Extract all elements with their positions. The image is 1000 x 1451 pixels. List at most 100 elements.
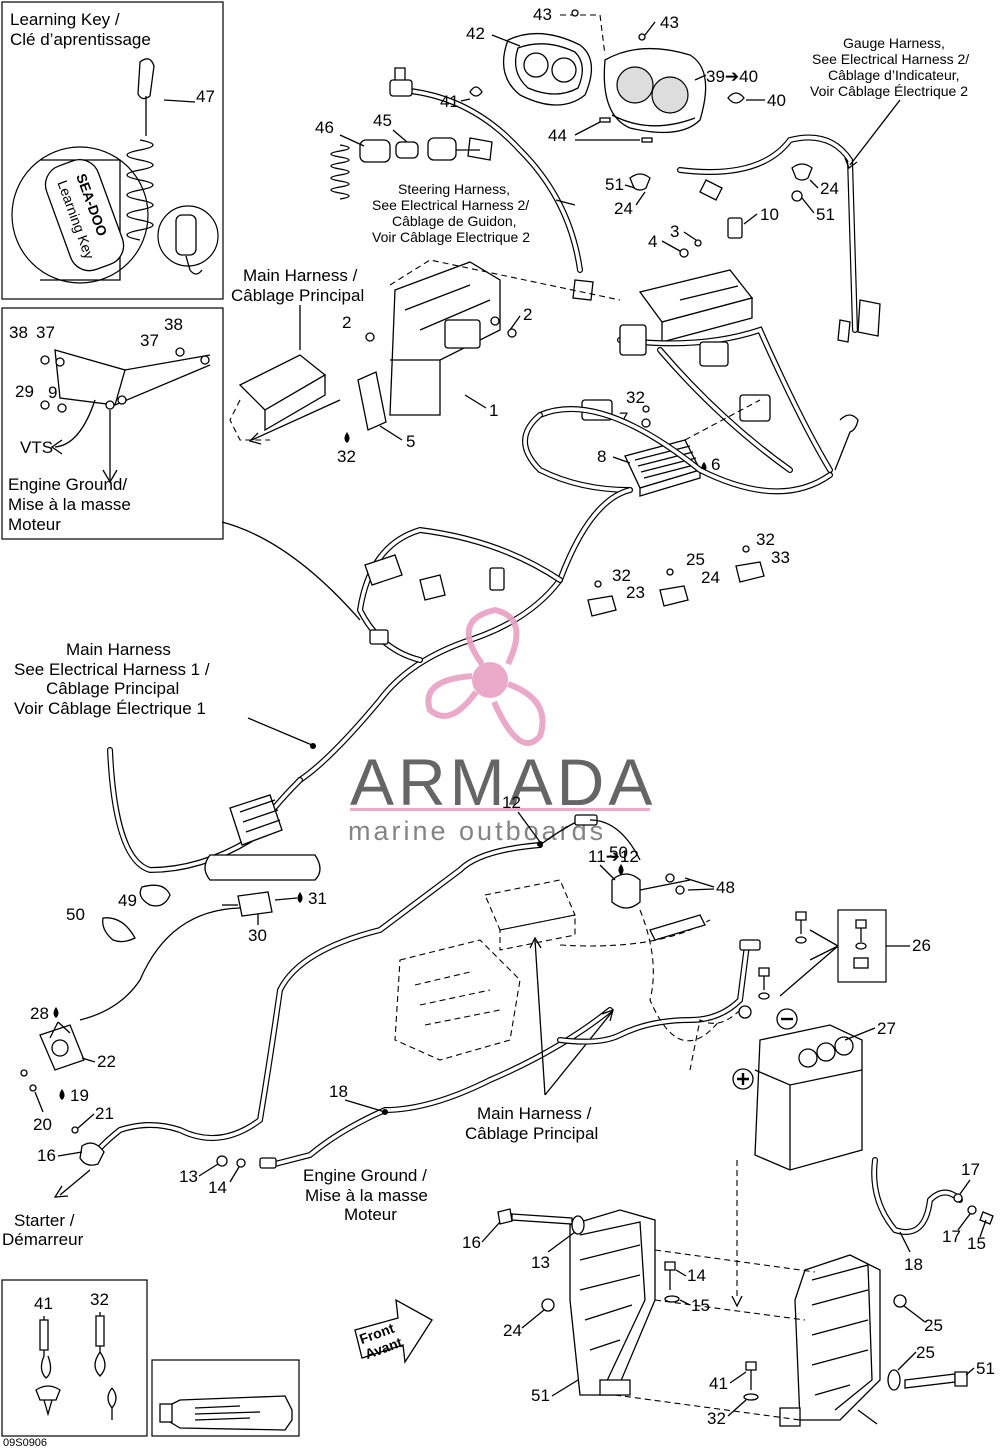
part-label-37a: 23	[626, 583, 645, 602]
part-label-30: 21	[95, 1104, 114, 1123]
engine-ground-1: Engine Ground/	[8, 475, 127, 494]
gauge-harness: Gauge Harness, See Electrical Harness 2/…	[605, 35, 969, 343]
main-harness-bottom-callout: Main Harness / Câblage Principal	[465, 936, 614, 1143]
learning-key-inset: Learning Key / Clé d’aprentissage SEA-DO…	[1, 1, 224, 300]
steering-harness: 41 Steering Harness, See Electrical Harn…	[372, 67, 594, 301]
starter-1: Starter /	[14, 1211, 75, 1230]
part-label-51b: 51	[816, 205, 835, 224]
part-label-14a: 15	[691, 1296, 710, 1315]
front-arrow: Front Avant	[354, 1298, 433, 1364]
part-label-36a: 37	[36, 323, 55, 342]
part-label-24b: 24	[820, 179, 839, 198]
watermark-name: ARMADA	[350, 745, 656, 819]
battery-trays: 16 13 25 51 24 25 14 15 41 32 51	[462, 1160, 995, 1428]
part-label-16a: 16	[462, 1233, 481, 1252]
part-label-41: 41	[440, 92, 459, 111]
learning-key-post: 46 45	[315, 111, 480, 200]
voltage-regulator: 32 7 8 6	[597, 388, 761, 497]
part-label-38a: 32	[612, 566, 631, 585]
battery-assembly: 27 26 17 17 15 18	[557, 909, 994, 1274]
part-label-45: 45	[373, 111, 392, 130]
part-label-16b: 51	[976, 1359, 995, 1378]
engine-ground-inset: 38 37 38 37 29 9 VTS Engine Ground/ Mise…	[1, 307, 224, 540]
part-label-50a: 28	[30, 1004, 49, 1023]
part-label-36b: 37	[140, 331, 159, 350]
part-label-38c: 32	[756, 530, 775, 549]
part-label-13b: 41	[709, 1374, 728, 1393]
part-label-28: 14	[208, 1178, 227, 1197]
main-harness-bottom-2: Câblage Principal	[465, 1124, 598, 1143]
main-harness-mid-4: Voir Câblage Électrique 1	[14, 699, 206, 718]
steering-harness-3: Câblage de Guidon,	[392, 213, 517, 229]
learning-key-title-1: Learning Key /	[10, 10, 120, 29]
part-label-31: 16	[37, 1146, 56, 1165]
part-label-12: 26	[912, 936, 931, 955]
part-label-35b: 38	[164, 315, 183, 334]
main-harness-bottom-1: Main Harness /	[477, 1104, 592, 1123]
part-label-18a: 13	[531, 1253, 550, 1272]
part-label-48: 22	[97, 1052, 116, 1071]
part-label-32a: 32	[337, 447, 356, 466]
part-label-35a: 38	[9, 323, 28, 342]
part-label-36c: 9	[48, 383, 57, 402]
engine-ground-3: Moteur	[8, 515, 61, 534]
part-label-17b: 25	[924, 1316, 943, 1335]
part-label-1112: 27	[877, 1019, 896, 1038]
main-harness-mid-1: Main Harness	[66, 640, 171, 659]
part-label-14b: 32	[707, 1409, 726, 1428]
learning-key-title-2: Clé d’aprentissage	[10, 30, 151, 49]
main-harness: Main Harness See Electrical Harness 1 / …	[14, 406, 833, 881]
part-label-25: 49	[118, 891, 137, 910]
engine-ground-2: Mise à la masse	[8, 495, 131, 514]
vts-label: VTS	[20, 438, 53, 457]
part-label-1: 1	[489, 401, 498, 420]
steering-harness-1: Steering Harness,	[398, 181, 510, 197]
gauge-assembly: 42 43 43 39➔40 40 44	[466, 5, 786, 145]
part-label-27: 13	[179, 1167, 198, 1186]
engine-ground-callout-2: Mise à la masse	[305, 1186, 428, 1205]
part-label-3: 3	[670, 222, 679, 241]
part-label-5: 5	[406, 432, 415, 451]
part-label-29: 12	[502, 793, 521, 812]
part-label-20: 17	[942, 1227, 961, 1246]
starter-harness: 12 11➔12 50 48 30 31 49 50 28	[2, 793, 735, 1249]
part-label-42: 42	[466, 24, 485, 43]
part-label-19: 15	[967, 1234, 986, 1253]
part-label-50b: 19	[70, 1086, 89, 1105]
part-label-6: 8	[597, 447, 606, 466]
part-label-23: 48	[716, 878, 735, 897]
gauge-harness-1: Gauge Harness,	[843, 35, 945, 51]
part-label-32c: 50	[609, 843, 628, 862]
part-label-3940: 39➔40	[706, 67, 758, 86]
watermark-tagline: marine outboards	[348, 816, 606, 846]
part-label-46: 46	[315, 118, 334, 137]
starter-2: Démarreur	[2, 1230, 84, 1249]
gauge-harness-2: See Electrical Harness 2/	[812, 51, 969, 67]
gauge-harness-3: Câblage d’Indicateur,	[828, 67, 960, 83]
part-label-21: 18	[904, 1255, 923, 1274]
part-label-25b: 32	[90, 1290, 109, 1309]
part-label-47: 47	[196, 87, 215, 106]
part-label-2b: 2	[523, 305, 532, 324]
part-label-43a: 43	[533, 5, 552, 24]
harness-clips: 32 23 25 24 32 33	[587, 530, 790, 617]
part-label-24a: 24	[614, 199, 633, 218]
part-label-49: 20	[33, 1115, 52, 1134]
main-harness-mid-2: See Electrical Harness 1 /	[14, 660, 210, 679]
part-label-37b: 24	[701, 568, 720, 587]
part-label-18b: 25	[916, 1343, 935, 1362]
steering-harness-4: Voir Câblage Electrique 2	[372, 229, 530, 245]
part-label-17a: 24	[503, 1321, 522, 1340]
part-label-24d: 41	[34, 1294, 53, 1313]
fuse-relay-assembly: 10 3 4	[581, 205, 859, 473]
part-label-40: 40	[767, 91, 786, 110]
engine-ghost	[394, 879, 721, 1061]
engine-ground-callout-3: Moteur	[344, 1205, 397, 1224]
main-harness-mid-3: Câblage Principal	[46, 679, 179, 698]
ecu-bracket: 2 2 1 5 32 Main Harness / Câblage Princi…	[229, 259, 621, 466]
part-label-38b: 25	[686, 550, 705, 569]
part-label-2a: 2	[342, 313, 351, 332]
part-label-26: 18	[329, 1082, 348, 1101]
part-label-4: 4	[648, 232, 657, 251]
